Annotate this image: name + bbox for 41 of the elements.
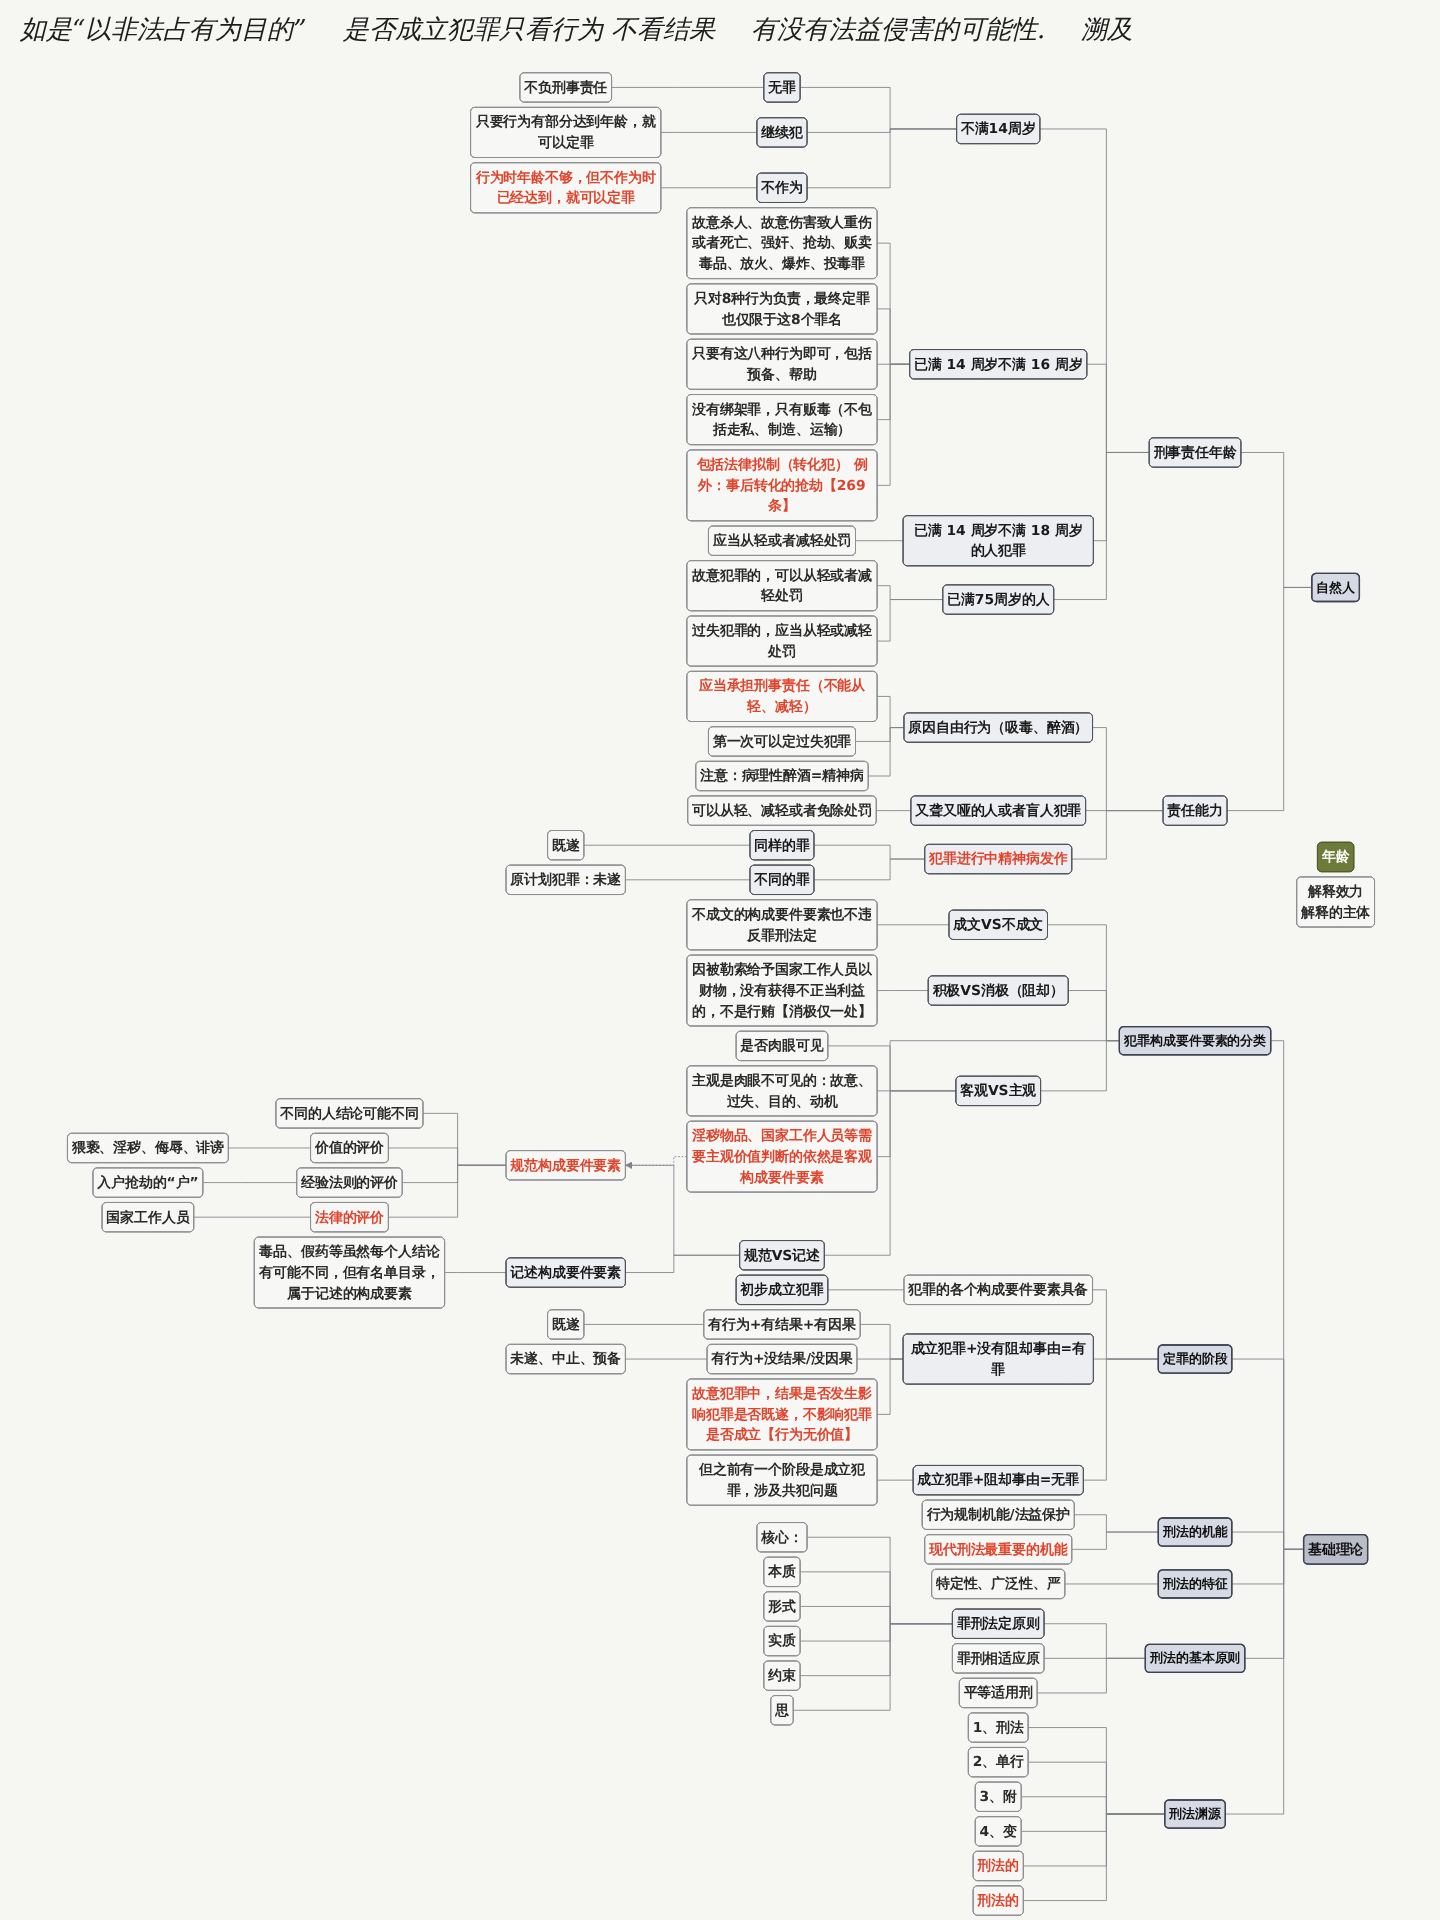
handwritten-note: 如是“以非法占有为目的”	[20, 14, 307, 48]
connector	[582, 844, 750, 846]
connector	[866, 727, 904, 777]
connector	[875, 363, 910, 486]
connector	[875, 924, 949, 926]
connector	[582, 1324, 704, 1325]
connector	[1081, 1358, 1158, 1481]
connector	[875, 599, 943, 642]
connector	[874, 810, 911, 812]
connector	[1021, 1813, 1165, 1901]
connector	[791, 1623, 952, 1711]
connector	[875, 1358, 903, 1415]
connector	[623, 1358, 707, 1360]
connector	[812, 858, 925, 881]
connector	[875, 990, 928, 991]
connector	[610, 87, 764, 88]
connector	[826, 1289, 904, 1291]
connector	[1070, 1531, 1158, 1550]
handwritten-note: 溯及	[1081, 14, 1134, 48]
connector	[1225, 587, 1312, 812]
connector	[875, 1090, 956, 1158]
connector	[822, 1040, 1119, 1256]
connector	[443, 1272, 506, 1273]
connector	[1063, 1583, 1158, 1585]
connector	[659, 132, 757, 133]
connector	[854, 540, 903, 542]
connector	[623, 879, 750, 881]
handwritten-note: 是否成立犯罪只看行为 不看结果	[342, 14, 715, 48]
connector	[386, 1164, 506, 1218]
connector	[875, 1479, 913, 1481]
connector	[623, 1254, 740, 1273]
connector	[226, 1147, 310, 1149]
connector	[201, 1182, 297, 1183]
connector	[1223, 1548, 1304, 1815]
connector	[1052, 452, 1149, 600]
connector	[1035, 1657, 1145, 1694]
handwritten-note: 有没有法益侵害的可能性.	[750, 14, 1046, 48]
connector	[659, 187, 757, 189]
connector	[1070, 810, 1163, 860]
connector	[805, 128, 957, 189]
connector	[192, 1216, 310, 1218]
